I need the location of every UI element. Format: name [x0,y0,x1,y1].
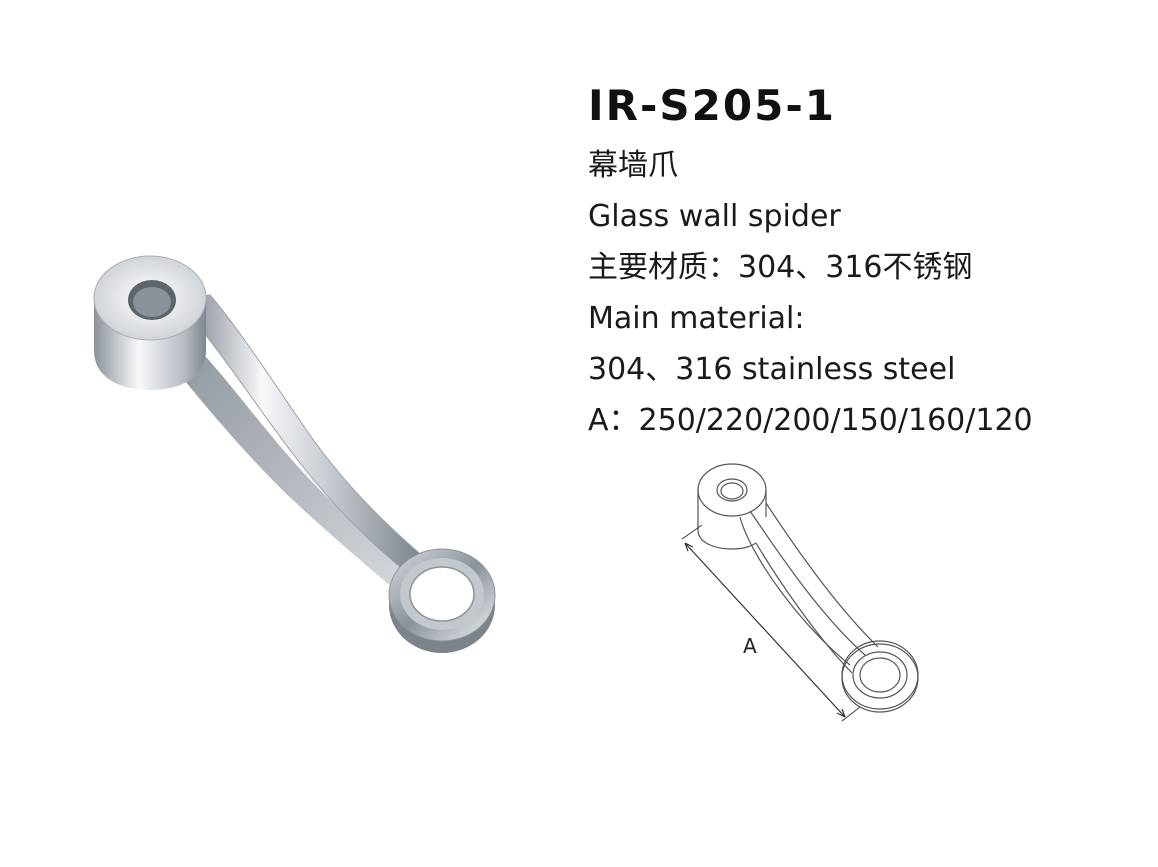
material-cn: 主要材质：304、316不锈钢 [588,250,973,285]
technical-drawing [681,463,919,722]
product-name-en: Glass wall spider [588,199,841,234]
material-en-label: Main material: [588,301,805,336]
model-number: IR-S205-1 [588,81,836,130]
product-info: IR-S205-1 幕墙爪 Glass wall spider 主要材质：304… [588,78,1148,446]
dimension-label-a: A [743,634,757,658]
material-en-value: 304、316 stainless steel [588,352,956,387]
dimension-a-values: A：250/220/200/150/160/120 [588,403,1033,438]
product-name-cn: 幕墙爪 [588,148,678,183]
product-photo [93,255,496,653]
